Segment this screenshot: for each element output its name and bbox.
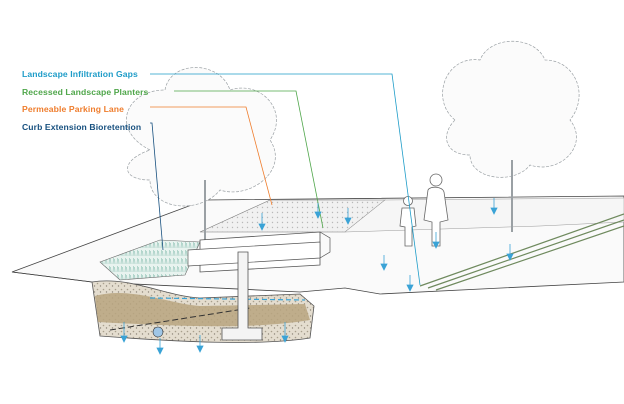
legend-item-curb-extension-bioretention: Curb Extension Bioretention bbox=[22, 121, 142, 132]
leader-landscape-infiltration-gaps bbox=[150, 73, 421, 286]
tree-icon bbox=[126, 67, 277, 250]
arrow-down-icon bbox=[380, 255, 388, 271]
leader-lines bbox=[150, 73, 421, 286]
soil-cross-section bbox=[91, 251, 315, 343]
arrow-down-icon bbox=[196, 335, 204, 353]
street-edge-line bbox=[11, 271, 93, 283]
underdrain-pipe bbox=[109, 307, 251, 331]
legend-item-landscape-infiltration-gaps: Landscape Infiltration Gaps bbox=[22, 69, 138, 79]
water-table bbox=[149, 297, 306, 301]
tree-icon bbox=[442, 40, 580, 232]
arrow-down-icon bbox=[432, 232, 440, 249]
person-icon bbox=[423, 173, 449, 247]
legend-item-recessed-landscape-planters: Recessed Landscape Planters bbox=[22, 86, 149, 97]
arrow-down-icon bbox=[506, 244, 514, 261]
leader-curb-extension-bioretention bbox=[150, 122, 164, 251]
arrow-down-icon bbox=[258, 213, 266, 231]
pipe-section bbox=[152, 326, 164, 338]
soil-layer bbox=[95, 292, 310, 327]
leader-recessed-landscape-planters bbox=[174, 90, 324, 229]
arrow-down-icon bbox=[120, 322, 128, 343]
child-icon bbox=[399, 196, 417, 247]
arrow-down-icon bbox=[406, 275, 414, 292]
legend-item-permeable-parking-lane: Permeable Parking Lane bbox=[22, 104, 125, 114]
foundation-pier bbox=[221, 251, 263, 341]
arrow-down-icon bbox=[156, 338, 164, 355]
rail-track bbox=[419, 213, 624, 291]
infiltration-arrows bbox=[120, 198, 514, 355]
leader-permeable-parking-lane bbox=[150, 106, 273, 206]
arrow-down-icon bbox=[344, 208, 352, 225]
recessed-planters bbox=[99, 231, 331, 281]
arrow-down-icon bbox=[314, 203, 322, 219]
legend: Landscape Infiltration Gaps Recessed Lan… bbox=[22, 66, 222, 136]
arrow-down-icon bbox=[281, 322, 289, 343]
arrow-down-icon bbox=[490, 198, 498, 215]
